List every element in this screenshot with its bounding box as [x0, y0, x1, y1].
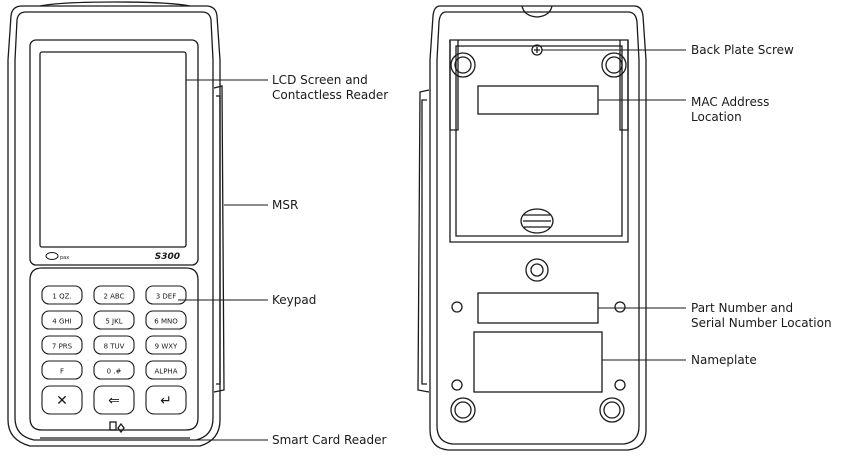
leader-lines [178, 49, 686, 441]
label-msr: MSR [272, 198, 299, 212]
key-label: 6 MNO [154, 318, 178, 326]
speaker-grille [520, 208, 554, 234]
label-nameplate: Nameplate [691, 353, 757, 367]
enter-key-icon: ↵ [145, 385, 187, 415]
model-text: S300 [155, 252, 180, 262]
brand-text: pax [60, 255, 69, 261]
keypad-area [29, 267, 199, 431]
nameplate-area [473, 331, 603, 393]
front-body-outline [7, 5, 221, 447]
mac-address-area [477, 85, 599, 115]
lcd-screen [39, 51, 187, 248]
key-10: F [41, 360, 83, 380]
key-4: 4 GHI [41, 310, 83, 330]
front-top-ridge [39, 1, 191, 7]
label-part-serial: Part Number and Serial Number Location [691, 301, 832, 330]
back-center-hole [525, 258, 549, 282]
side-screw-left [451, 301, 463, 313]
svg-text:⇐: ⇐ [108, 393, 120, 409]
back-view [417, 5, 647, 451]
key-7: 7 PRS [41, 335, 83, 355]
key-label: 2 ABC [103, 293, 124, 301]
svg-text:✕: ✕ [56, 393, 68, 409]
pax-logo [45, 252, 59, 260]
key-12: ALPHA [145, 360, 187, 380]
key-label: 0 .# [107, 368, 122, 376]
label-mac-address: MAC Address Location [691, 95, 770, 124]
key-label: ALPHA [155, 368, 178, 376]
front-body-inner-outline [14, 11, 214, 441]
key-8: 8 TUV [93, 335, 135, 355]
key-3: 3 DEF [145, 285, 187, 305]
key-label: F [60, 368, 64, 376]
key-1: 1 QZ. [41, 285, 83, 305]
back-body-inner-outline [436, 11, 640, 445]
key-9: 9 WXY [145, 335, 187, 355]
label-lcd-screen: LCD Screen and Contactless Reader [272, 73, 389, 102]
key-label: 4 GHI [52, 318, 71, 326]
key-label: 1 QZ. [52, 293, 71, 301]
bottom-left-foot [450, 397, 476, 423]
back-plate [449, 39, 629, 243]
back-top-notch [521, 5, 553, 18]
clear-key-icon: ⇐ [93, 385, 135, 415]
back-body-outline [429, 5, 647, 451]
screen-bezel [29, 39, 199, 266]
front-view [7, 1, 225, 447]
svg-text:↵: ↵ [160, 393, 172, 409]
msr-slot [213, 85, 225, 393]
key-label: 9 WXY [155, 343, 178, 351]
card-chip-icon [109, 421, 117, 431]
key-label: 8 TUV [104, 343, 125, 351]
key-2: 2 ABC [93, 285, 135, 305]
key-5: 5 JKL [93, 310, 135, 330]
part-serial-area [477, 292, 599, 324]
top-right-foot [601, 52, 627, 78]
back-msr-ridge [417, 89, 430, 393]
front-branding: pax S300 [45, 252, 180, 262]
key-label: 3 DEF [156, 293, 177, 301]
key-label: 7 PRS [52, 343, 73, 351]
label-smart-card-reader: Smart Card Reader [272, 433, 387, 447]
key-11: 0 .# [93, 360, 135, 380]
label-keypad: Keypad [272, 293, 317, 307]
top-left-foot [450, 52, 476, 78]
cancel-key-icon: ✕ [41, 385, 83, 415]
keypad-keys: 1 QZ. 2 ABC 3 DEF 4 GHI 5 JKL 6 MNO 7 PRS 8 TUV… [41, 285, 187, 415]
key-label: 5 JKL [105, 318, 122, 326]
label-back-plate-screw: Back Plate Screw [691, 43, 794, 57]
bottom-right-foot [599, 397, 625, 423]
key-6: 6 MNO [145, 310, 187, 330]
side-screw-right [614, 301, 626, 313]
